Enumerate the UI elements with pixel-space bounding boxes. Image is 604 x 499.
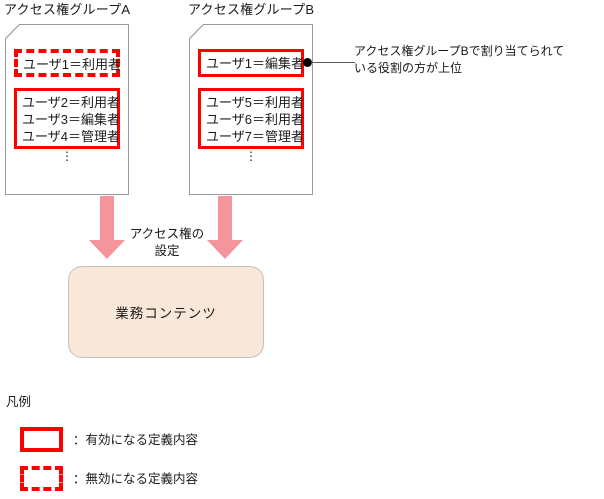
legend-label-enabled: ：有効になる定義内容: [73, 433, 199, 447]
group-b-title: アクセス権グループB: [188, 2, 315, 17]
group-b-enabled-entry-line-1: ユーザ5＝利用者: [206, 95, 304, 110]
legend-swatch-solid: [20, 427, 63, 452]
legend-item-disabled: [20, 466, 63, 491]
group-a-disabled-entry-box: ユーザ1＝利用者: [14, 49, 121, 77]
group-b-enabled-entry-line-2: ユーザ6＝利用者: [206, 112, 304, 127]
group-b-ellipsis: ⋮: [198, 149, 304, 163]
callout-text-block: アクセス権グループBで割り当てられて いる役割の方が上位: [354, 43, 564, 77]
group-a-document: [5, 24, 129, 195]
flow-arrow-left: [88, 196, 126, 260]
group-a-enabled-entry-line-3: ユーザ4＝管理者: [22, 129, 120, 144]
flow-arrow-right: [206, 196, 244, 260]
group-b-ellipsis-glyph: ⋮: [245, 149, 257, 163]
business-content-box: 業務コンテンツ: [68, 266, 264, 358]
group-a-enabled-entry-line-1: ユーザ2＝利用者: [22, 95, 120, 110]
document-shape-icon: [5, 24, 129, 195]
document-shape-icon: [189, 24, 313, 195]
group-b-enabled-entry-box: ユーザ5＝利用者 ユーザ6＝利用者 ユーザ7＝管理者: [198, 88, 304, 149]
callout-anchor-dot: [303, 58, 312, 67]
business-content-label: 業務コンテンツ: [115, 306, 217, 321]
callout-text-line-1: アクセス権グループBで割り当てられて: [354, 44, 565, 58]
group-a-enabled-entry-box: ユーザ2＝利用者 ユーザ3＝編集者 ユーザ4＝管理者: [14, 88, 120, 149]
callout-text-line-2: いる役割の方が上位: [354, 61, 463, 75]
group-a-enabled-entry-line-2: ユーザ3＝編集者: [22, 112, 120, 127]
group-a-ellipsis-glyph: ⋮: [61, 149, 73, 163]
group-a-title: アクセス権グループA: [4, 2, 131, 17]
callout-leader-line: [311, 62, 355, 63]
group-a-disabled-entry-line-1: ユーザ1＝利用者: [23, 57, 121, 72]
group-b-highlight-entry-line-1: ユーザ1＝編集者: [206, 56, 304, 71]
flow-caption-line-1: アクセス権の: [129, 227, 205, 241]
group-a-ellipsis: ⋮: [14, 149, 120, 163]
legend-label-disabled: ：無効になる定義内容: [73, 472, 199, 486]
arrow-down-icon: [207, 196, 243, 259]
group-b-document: [189, 24, 313, 195]
legend-item-enabled: [20, 427, 63, 452]
group-b-highlight-entry-box: ユーザ1＝編集者: [198, 49, 304, 77]
flow-caption-line-2: 設定: [154, 244, 180, 258]
flow-caption: アクセス権の 設定: [118, 226, 216, 260]
arrow-down-icon: [89, 196, 125, 259]
legend-swatch-dashed: [20, 466, 63, 491]
legend-title: 凡例: [6, 395, 32, 409]
group-b-enabled-entry-line-3: ユーザ7＝管理者: [206, 129, 304, 144]
